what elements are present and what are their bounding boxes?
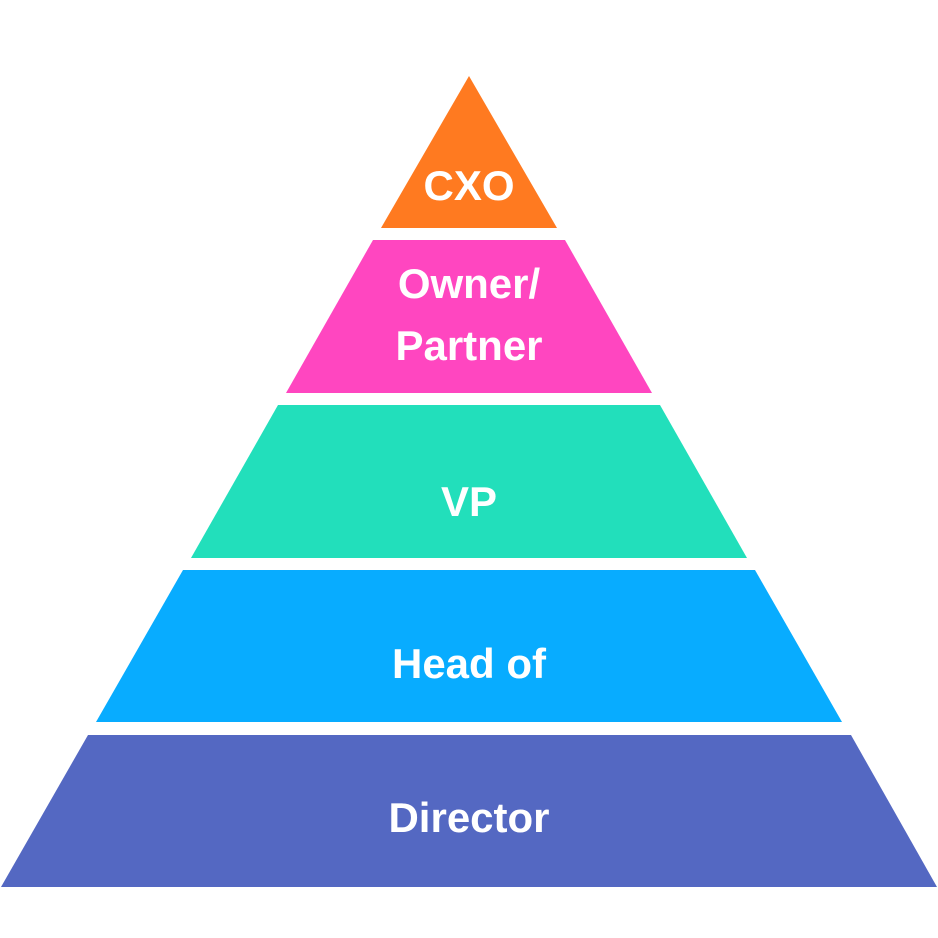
pyramid-level-shape xyxy=(96,570,842,722)
pyramid-level-shape xyxy=(286,240,652,393)
pyramid-level-director: Director xyxy=(1,735,937,887)
pyramid-level-cxo: CXO xyxy=(381,76,557,228)
pyramid-level-label: VP xyxy=(441,478,497,525)
pyramid-level-shape xyxy=(1,735,937,887)
pyramid-level-label: Head of xyxy=(392,640,547,687)
pyramid-level-label: CXO xyxy=(423,162,514,209)
pyramid-level-shape xyxy=(381,76,557,228)
pyramid-level-label: Owner/ xyxy=(398,260,541,307)
pyramid-level-head-of: Head of xyxy=(96,570,842,722)
pyramid-level-vp: VP xyxy=(191,405,747,558)
pyramid-level-owner-partner: Owner/Partner xyxy=(286,240,652,393)
pyramid-level-label: Director xyxy=(388,794,549,841)
pyramid-level-shape xyxy=(191,405,747,558)
pyramid-level-label: Partner xyxy=(395,322,542,369)
